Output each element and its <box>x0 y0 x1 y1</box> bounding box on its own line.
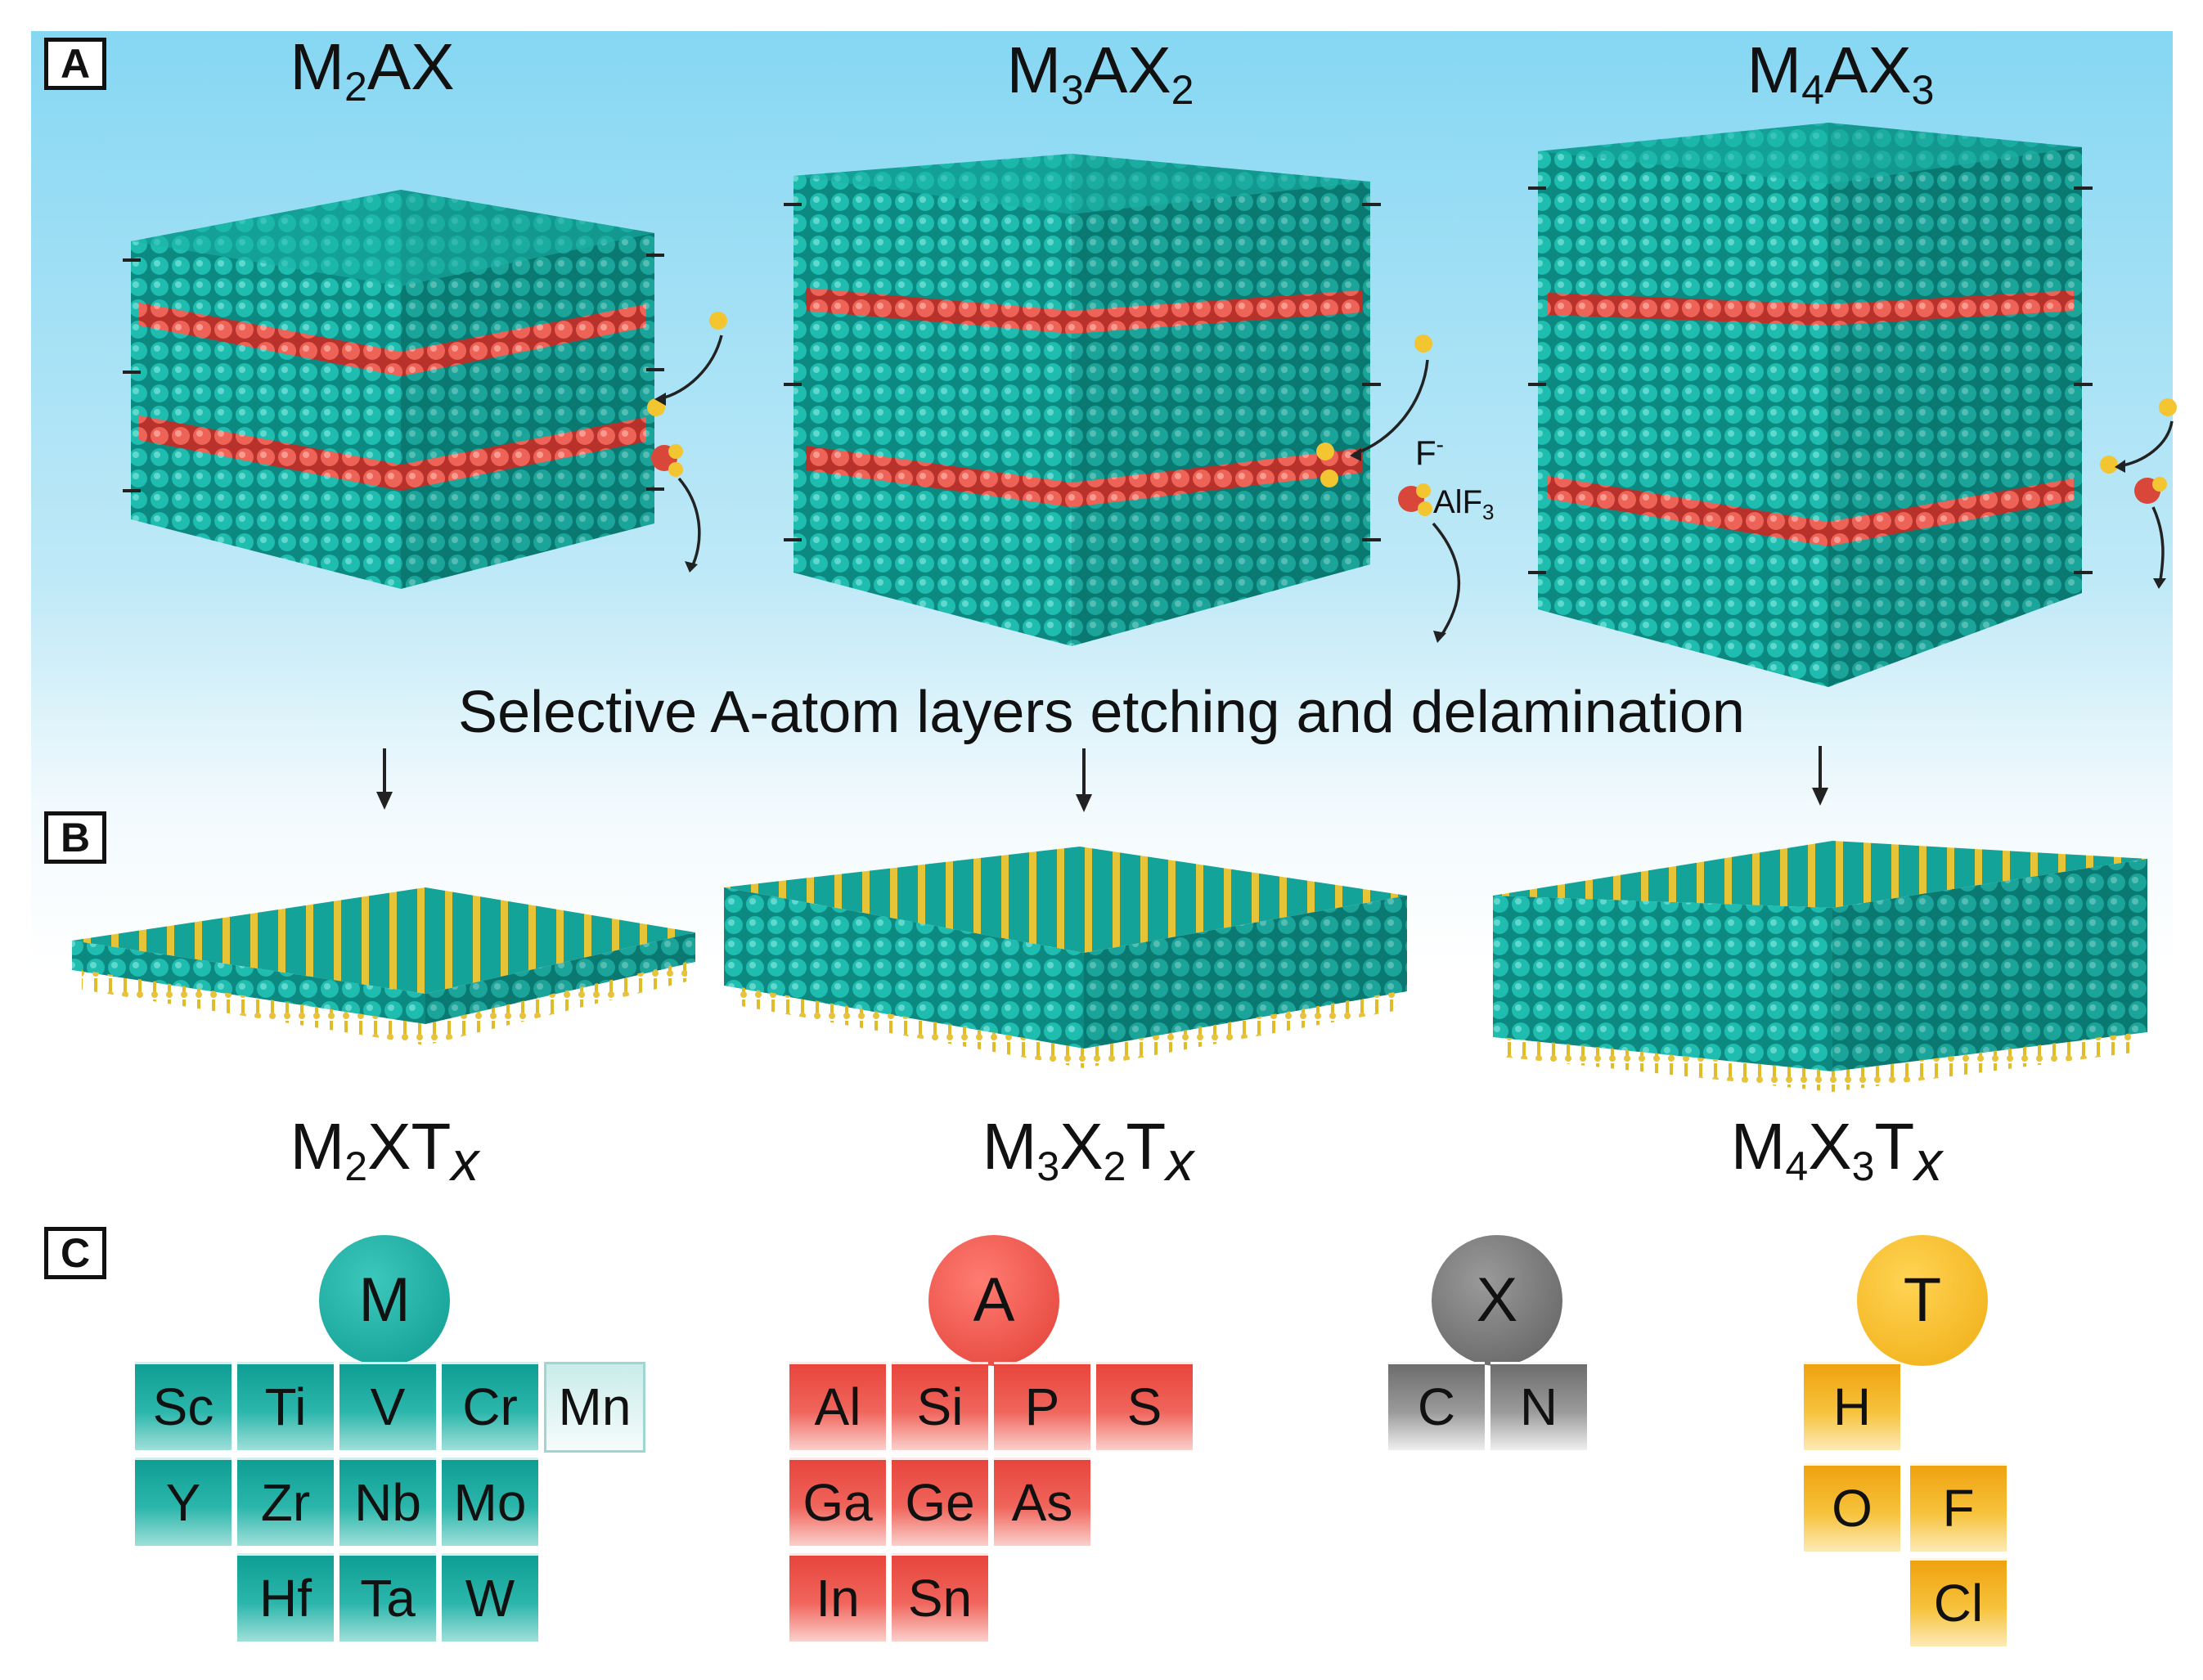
element-cell-m: Hf <box>237 1553 334 1642</box>
element-cell-a: Sn <box>892 1553 988 1642</box>
panel-label-a: A <box>44 38 106 90</box>
element-cell-a: Si <box>892 1362 988 1450</box>
element-cell-t: F <box>1910 1463 2007 1552</box>
element-cell-a: Ge <box>892 1458 988 1546</box>
group-m-symbol: M <box>319 1235 450 1366</box>
max-formula-m4ax3: M4AX3 <box>1747 34 1935 113</box>
element-cell-a: Ga <box>789 1458 886 1546</box>
element-cell-m: Sc <box>135 1362 232 1450</box>
panel-label-c: C <box>44 1227 106 1279</box>
etching-arrowheads <box>654 393 2166 643</box>
element-cell-a: As <box>994 1458 1090 1546</box>
element-cell-m: Cr <box>442 1362 538 1450</box>
element-cell-m: Zr <box>237 1458 334 1546</box>
etching-arrows <box>658 335 2174 639</box>
mxene-formula-m3x2tx: M3X2Tx <box>982 1110 1194 1193</box>
mxene-slab-m2xtx <box>72 887 695 1045</box>
element-cell-t: H <box>1804 1362 1900 1450</box>
max-formula-m2ax: M2AX <box>290 30 455 110</box>
max-block-m4ax3 <box>1528 123 2093 687</box>
fluoride-label: F- <box>1415 432 1444 472</box>
mxene-slab-m3x2tx <box>724 847 1407 1068</box>
element-cell-x: N <box>1490 1362 1587 1450</box>
element-cell-a: In <box>789 1553 886 1642</box>
group-x-symbol: X <box>1432 1235 1562 1366</box>
element-cell-m: Y <box>135 1458 232 1546</box>
element-cell-m: V <box>339 1362 436 1450</box>
element-cell-m: Ti <box>237 1362 334 1450</box>
process-arrows <box>383 746 1822 800</box>
element-cell-a: S <box>1096 1362 1193 1450</box>
element-cell-m: Mo <box>442 1458 538 1546</box>
mxene-formula-m2xtx: M2XTx <box>290 1110 479 1193</box>
element-cell-x: C <box>1388 1362 1485 1450</box>
group-a-symbol: A <box>928 1235 1059 1366</box>
max-block-m2ax <box>123 190 664 589</box>
element-cell-t: O <box>1804 1463 1900 1552</box>
mxene-slab-m4x3tx <box>1493 841 2147 1092</box>
element-cell-m: Mn <box>544 1362 645 1453</box>
etching-ions <box>647 312 2177 516</box>
element-cell-m: W <box>442 1553 538 1642</box>
panel-label-b: B <box>44 811 106 864</box>
element-cell-m: Nb <box>339 1458 436 1546</box>
process-caption: Selective A-atom layers etching and dela… <box>458 680 1745 745</box>
element-cell-a: P <box>994 1362 1090 1450</box>
element-cell-a: Al <box>789 1362 886 1450</box>
max-block-m3ax2 <box>784 154 1381 646</box>
element-cell-m: Ta <box>339 1553 436 1642</box>
max-formula-m3ax2: M3AX2 <box>1006 34 1194 113</box>
group-t-symbol: T <box>1857 1235 1988 1366</box>
alf3-label: AlF3 <box>1433 484 1495 524</box>
mxene-formula-m4x3tx: M4X3Tx <box>1730 1110 1943 1193</box>
element-cell-t: Cl <box>1910 1558 2007 1646</box>
